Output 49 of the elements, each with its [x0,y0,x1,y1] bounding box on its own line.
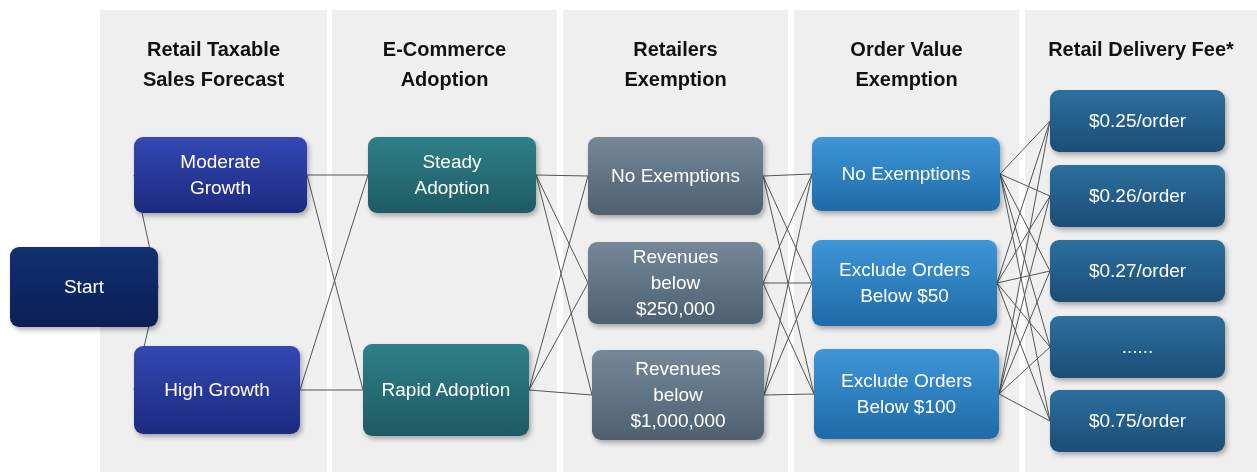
column-band [1025,10,1257,472]
option-box: $0.25/order [1050,90,1225,152]
option-box: Revenues below $250,000 [588,242,763,324]
option-box: Revenues below $1,000,000 [592,350,764,440]
connector-line [299,389,364,391]
column-heading: Order Value Exemption [849,37,964,92]
option-box: High Growth [134,346,300,434]
option-box: No Exemptions [812,137,1000,211]
connector-line [535,174,589,284]
connector-line [996,120,1051,284]
connector-line [999,120,1051,175]
option-box: No Exemptions [588,137,763,215]
connector-line [535,174,589,177]
connector-line [998,393,1051,422]
column-band [794,10,1019,472]
connector-line [535,174,593,396]
column-heading: E-Commerce Adoption [381,37,508,92]
connector-line [999,173,1051,272]
option-box: $0.75/order [1050,390,1225,452]
connector-line [528,282,589,391]
connector-line [999,173,1051,197]
connector-line [998,270,1051,395]
option-box: Exclude Orders Below $50 [812,240,997,326]
option-box: ...... [1050,316,1225,378]
connector-line [306,174,364,391]
connector-line [306,174,369,176]
connector-line [996,195,1051,284]
column-band [563,10,788,472]
option-box: $0.27/order [1050,240,1225,302]
connector-line [762,173,813,177]
option-box: Exclude Orders Below $100 [814,349,999,439]
option-box: Steady Adoption [368,137,536,213]
connector-line [996,282,1051,348]
column-heading: Retail Taxable Sales Forecast [141,37,286,92]
connector-line [299,174,369,391]
option-box: Moderate Growth [134,137,307,213]
connector-line [528,389,593,396]
connector-line [762,282,813,284]
connector-line [996,282,1051,422]
column-heading: Retail Delivery Fee* [1047,37,1235,62]
connector-line [763,393,815,396]
column-heading: Retailers Exemption [623,37,728,92]
connector-line [998,346,1051,395]
option-box: Rapid Adoption [363,344,529,436]
option-box: $0.26/order [1050,165,1225,227]
connector-line [996,270,1051,284]
column-band [332,10,557,472]
start-box: Start [10,247,158,327]
connector-line [528,175,589,391]
